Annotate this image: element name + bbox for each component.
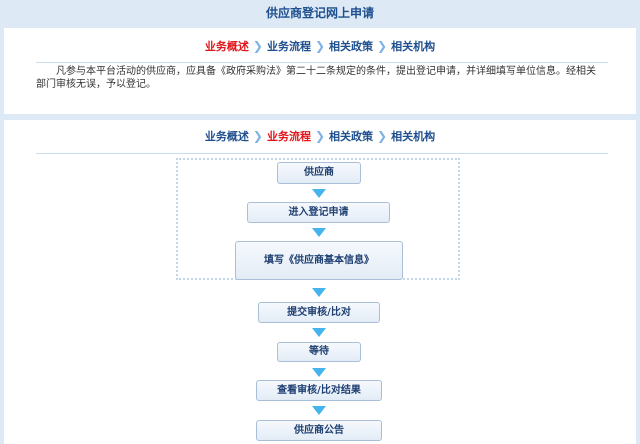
tab-process[interactable]: 业务流程 — [266, 130, 311, 143]
flow-step-announcement[interactable]: 供应商公告 — [256, 420, 382, 441]
tab-bar: 业务概述❯业务流程❯相关政策❯相关机构 — [4, 38, 636, 54]
arrow-down-icon — [312, 368, 326, 377]
chevron-right-icon: ❯ — [314, 129, 326, 143]
flow-step-fill-info[interactable]: 填写《供应商基本信息》 — [235, 241, 403, 280]
divider — [36, 62, 608, 63]
process-panel: 业务概述❯业务流程❯相关政策❯相关机构 供应商 进入登记申请 填写《供应商基本信… — [4, 120, 636, 444]
tab-policy[interactable]: 相关政策 — [329, 40, 374, 53]
chevron-right-icon: ❯ — [377, 129, 388, 143]
arrow-down-icon — [312, 288, 326, 297]
chevron-right-icon: ❯ — [377, 39, 388, 53]
tab-bar: 业务概述❯业务流程❯相关政策❯相关机构 — [4, 128, 636, 144]
flow-step-wait[interactable]: 等待 — [277, 342, 361, 362]
tab-agency[interactable]: 相关机构 — [391, 40, 436, 53]
tab-policy[interactable]: 相关政策 — [329, 130, 374, 143]
tab-process[interactable]: 业务流程 — [266, 40, 311, 53]
divider — [36, 153, 608, 154]
arrow-down-icon — [312, 328, 326, 337]
arrow-down-icon — [312, 189, 326, 198]
arrow-down-icon — [312, 228, 326, 237]
tab-overview[interactable]: 业务概述 — [204, 40, 249, 53]
flow-step-submit-review[interactable]: 提交审核/比对 — [258, 302, 380, 323]
flow-step-view-result[interactable]: 查看审核/比对结果 — [256, 380, 382, 401]
chevron-right-icon: ❯ — [252, 39, 263, 53]
flow-step-enter-application[interactable]: 进入登记申请 — [247, 202, 390, 223]
page-title: 供应商登记网上申请 — [265, 6, 374, 20]
tab-agency[interactable]: 相关机构 — [391, 130, 436, 143]
flow-step-supplier[interactable]: 供应商 — [277, 162, 361, 184]
chevron-right-icon: ❯ — [314, 39, 326, 53]
intro-text: 凡参与本平台活动的供应商，应具备《政府采购法》第二十二条规定的条件，提出登记申请… — [36, 66, 596, 90]
overview-panel: 业务概述❯业务流程❯相关政策❯相关机构 凡参与本平台活动的供应商，应具备《政府采… — [4, 28, 636, 114]
arrow-down-icon — [312, 406, 326, 415]
tab-overview[interactable]: 业务概述 — [204, 130, 249, 143]
chevron-right-icon: ❯ — [252, 129, 263, 143]
